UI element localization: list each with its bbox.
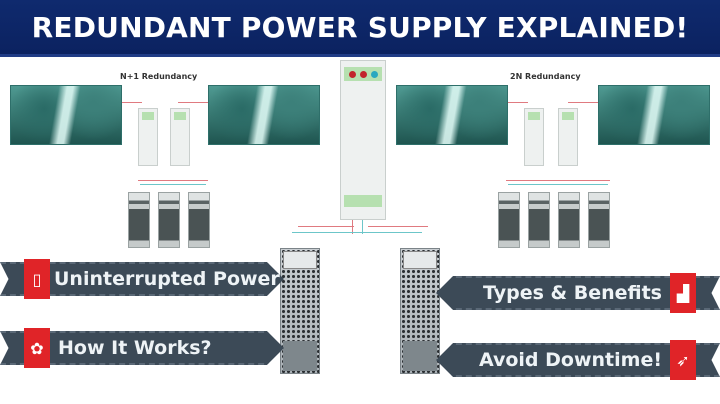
gear-icon: ✿ [24, 328, 50, 368]
central-redundancy-module [340, 60, 386, 220]
2n-redundancy-title: 2N Redundancy [510, 72, 581, 81]
main-psu-left [280, 248, 320, 374]
factory-icon: ▟ [670, 273, 696, 313]
battery-icon: ▯ [24, 259, 50, 299]
n1-redundancy-title: N+1 Redundancy [120, 72, 198, 81]
psu-right-1 [498, 192, 520, 248]
ribbon-label: Types & Benefits [483, 282, 662, 304]
redundancy-module-left-1 [138, 108, 158, 166]
factory-photo-left-1 [10, 85, 122, 145]
redundancy-module-left-2 [170, 108, 190, 166]
psu-left-3 [188, 192, 210, 248]
main-psu-right [400, 248, 440, 374]
rocket-icon: ➶ [670, 340, 696, 380]
psu-right-4 [588, 192, 610, 248]
factory-photo-left-2 [208, 85, 320, 145]
factory-photo-right-2 [598, 85, 710, 145]
banner-title: REDUNDANT POWER SUPPLY EXPLAINED! [31, 10, 689, 44]
redundancy-module-right-2 [558, 108, 578, 166]
psu-left-1 [128, 192, 150, 248]
factory-photo-right-1 [396, 85, 508, 145]
ribbon-label: How It Works? [58, 337, 212, 359]
psu-left-2 [158, 192, 180, 248]
title-banner: REDUNDANT POWER SUPPLY EXPLAINED! [0, 0, 720, 57]
psu-right-3 [558, 192, 580, 248]
ribbon-label: Uninterrupted Power [54, 268, 280, 290]
ribbon-label: Avoid Downtime! [478, 349, 662, 371]
redundancy-module-right-1 [524, 108, 544, 166]
psu-right-2 [528, 192, 550, 248]
